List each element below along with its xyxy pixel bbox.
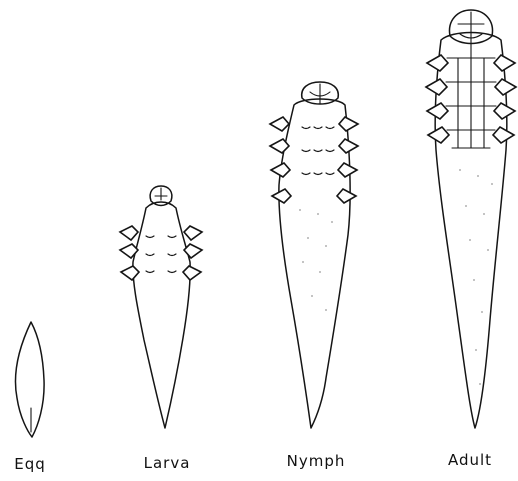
- label-larva: Larva: [144, 454, 191, 472]
- egg-drawing: [15, 322, 44, 437]
- label-egg: Eqq: [14, 455, 46, 473]
- larva-legs: [120, 226, 202, 280]
- label-adult: Adult: [448, 451, 492, 469]
- life-stage-drawings: [0, 0, 518, 440]
- larva-drawing: [120, 186, 202, 428]
- nymph-drawing: [270, 82, 358, 428]
- nymph-legs: [270, 117, 358, 203]
- label-nymph: Nymph: [287, 452, 346, 470]
- adult-drawing: [426, 10, 516, 428]
